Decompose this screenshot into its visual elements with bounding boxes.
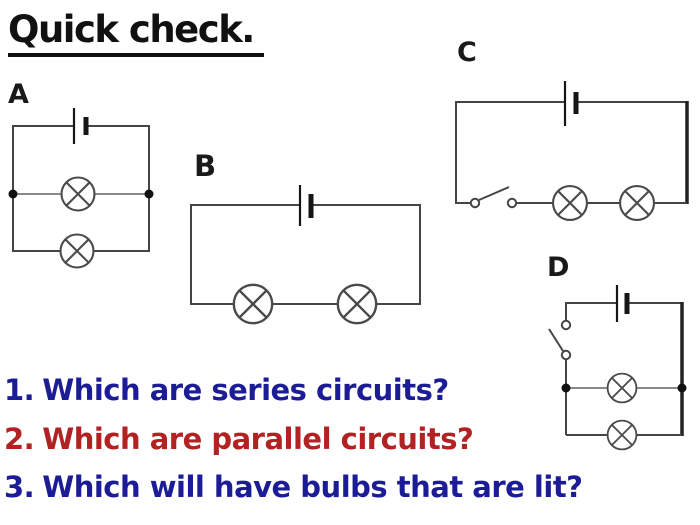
junction-dot xyxy=(677,383,687,393)
switch-open-icon xyxy=(548,319,572,361)
wire xyxy=(565,302,617,321)
bulb-icon xyxy=(606,419,638,451)
circuit-b-label: B xyxy=(194,149,216,183)
bulb-icon xyxy=(59,233,95,269)
junction-dot xyxy=(144,189,154,199)
bulb-icon xyxy=(336,283,378,325)
wire xyxy=(455,101,565,204)
question-1-number: 1. xyxy=(4,373,35,407)
circuit-c: C xyxy=(455,37,689,222)
battery-icon xyxy=(298,185,314,226)
bulb-icon xyxy=(60,176,96,212)
wire xyxy=(190,204,421,305)
bulb-icon xyxy=(606,372,638,404)
battery-icon xyxy=(615,285,630,322)
circuit-c-label: C xyxy=(457,37,477,68)
circuit-b: B xyxy=(190,149,421,325)
question-2-number: 2. xyxy=(4,422,35,456)
bulb-icon xyxy=(551,184,589,222)
question-1: 1.Which are series circuits? xyxy=(4,372,449,408)
question-3: 3.Which will have bulbs that are lit? xyxy=(4,469,583,505)
battery-icon xyxy=(563,81,579,126)
bulb-icon xyxy=(618,184,656,222)
circuit-a: A xyxy=(8,79,154,269)
junction-dot xyxy=(8,189,18,199)
circuit-d-label: D xyxy=(547,252,569,283)
bulb-icon xyxy=(232,283,274,325)
switch-open-icon xyxy=(469,186,518,209)
question-1-text: Which are series circuits? xyxy=(42,373,449,407)
circuit-d: D xyxy=(547,252,687,451)
question-2: 2.Which are parallel circuits? xyxy=(4,421,474,457)
slide-title: Quick check. xyxy=(8,8,264,57)
circuit-a-label: A xyxy=(8,79,29,110)
battery-icon xyxy=(72,108,89,144)
junction-dot xyxy=(561,383,571,393)
question-3-text: Which will have bulbs that are lit? xyxy=(42,470,583,504)
question-3-number: 3. xyxy=(4,470,35,504)
question-2-text: Which are parallel circuits? xyxy=(42,422,474,456)
